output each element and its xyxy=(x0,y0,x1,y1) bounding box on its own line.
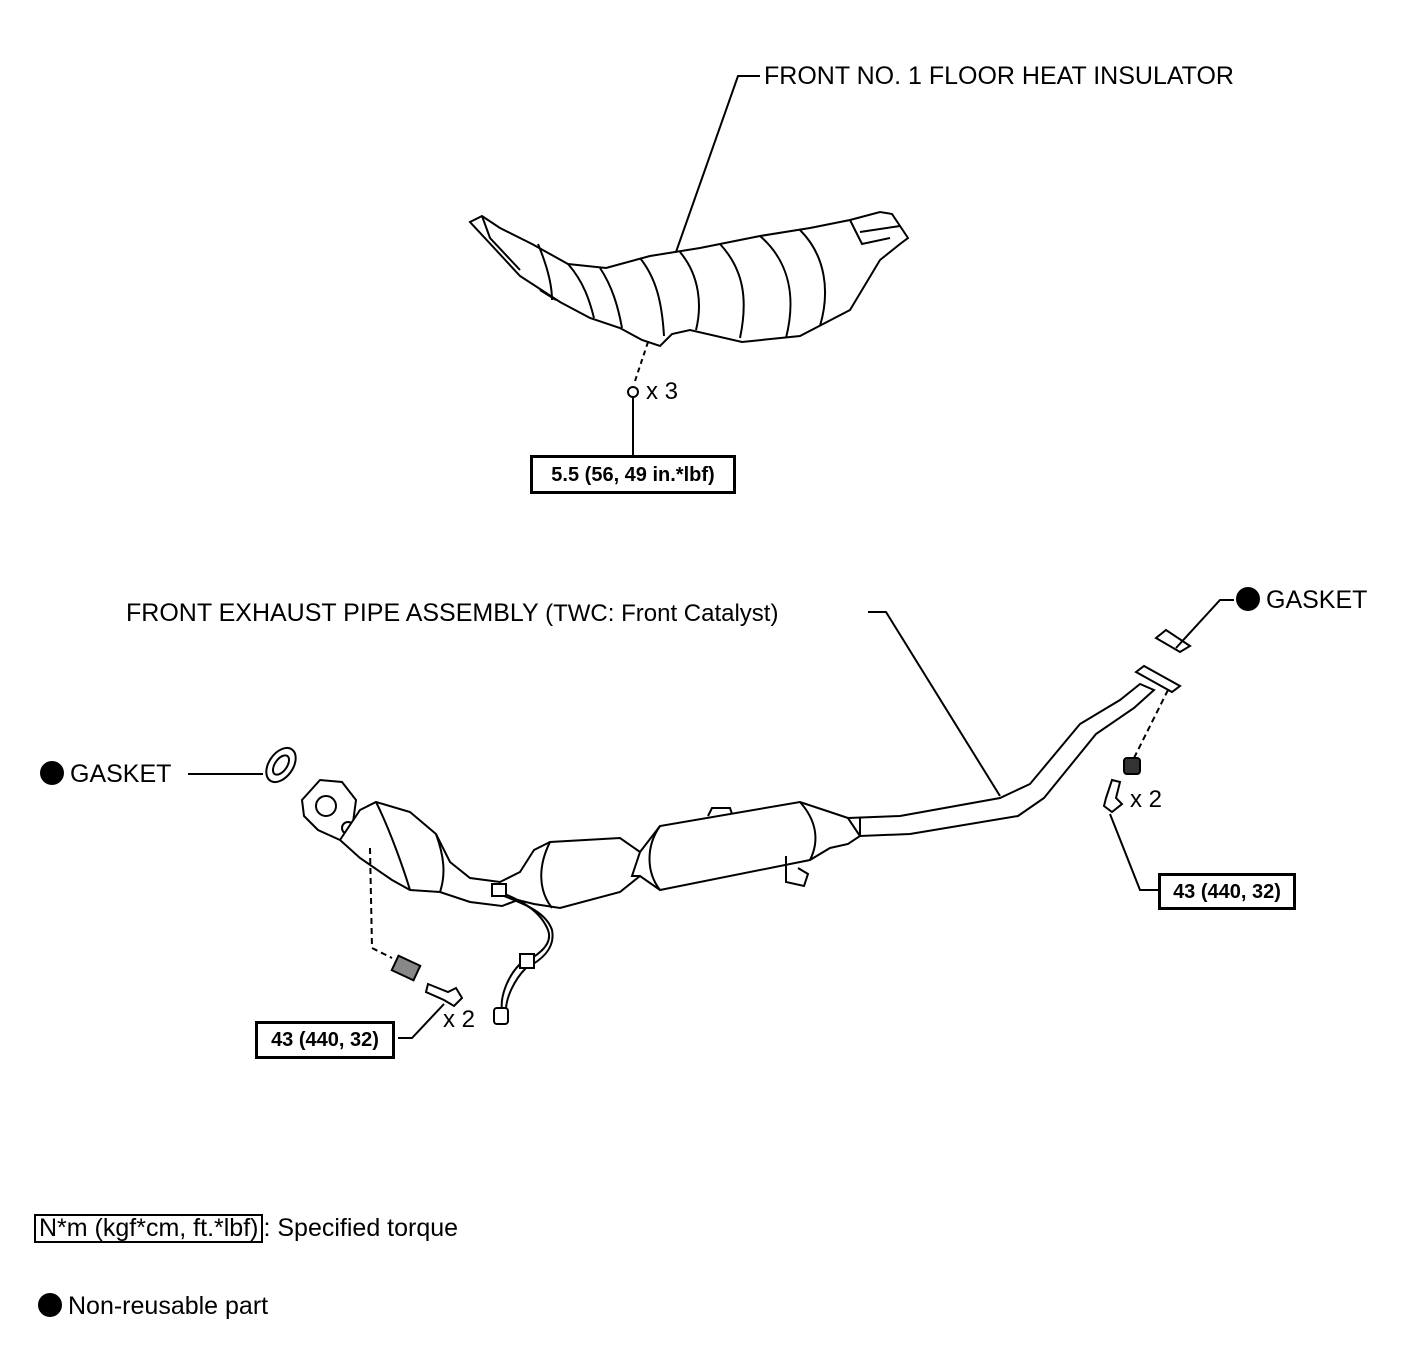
bolt-icon xyxy=(424,982,464,1008)
insulator-quantity-label: x 3 xyxy=(646,378,679,405)
left-bolt-quantity-label: x 2 xyxy=(443,1006,476,1033)
gasket-right-part xyxy=(1154,628,1192,654)
heat-insulator-label: FRONT NO. 1 FLOOR HEAT INSULATOR xyxy=(764,62,1234,90)
exhaust-pipe-note: (TWC: Front Catalyst) xyxy=(545,600,779,627)
gasket-left-text: GASKET xyxy=(70,760,172,788)
nut-icon xyxy=(1123,757,1141,775)
front-exhaust-pipe-part xyxy=(300,664,1182,1025)
left-flange-torque-box: 43 (440, 32) xyxy=(255,1021,395,1059)
gasket-right-text: GASKET xyxy=(1266,586,1368,614)
exhaust-pipe-label: FRONT EXHAUST PIPE ASSEMBLY (TWC: Front … xyxy=(126,601,778,626)
non-reusable-legend: Non-reusable part xyxy=(38,1292,269,1320)
heat-insulator-part xyxy=(468,210,910,348)
non-reusable-dot-icon xyxy=(40,761,64,786)
clip-icon xyxy=(627,386,639,398)
gasket-right-label: GASKET xyxy=(1236,586,1368,614)
gasket-left-part xyxy=(265,746,297,784)
bolt-icon xyxy=(1102,778,1124,814)
nut-icon xyxy=(390,954,422,982)
torque-legend: N*m (kgf*cm, ft.*lbf): Specified torque xyxy=(34,1214,458,1243)
insulator-torque-box: 5.5 (56, 49 in.*lbf) xyxy=(530,455,736,494)
non-reusable-dot-icon xyxy=(1236,587,1260,612)
right-bolt-quantity-label: x 2 xyxy=(1130,786,1163,813)
gasket-left-label: GASKET xyxy=(40,760,172,788)
non-reusable-dot-icon xyxy=(38,1293,62,1318)
right-flange-torque-box: 43 (440, 32) xyxy=(1158,873,1296,910)
exhaust-pipe-name: FRONT EXHAUST PIPE ASSEMBLY xyxy=(126,599,539,627)
torque-legend-desc: : Specified torque xyxy=(263,1214,459,1242)
torque-legend-box: N*m (kgf*cm, ft.*lbf) xyxy=(34,1214,264,1243)
non-reusable-legend-text: Non-reusable part xyxy=(68,1292,269,1320)
